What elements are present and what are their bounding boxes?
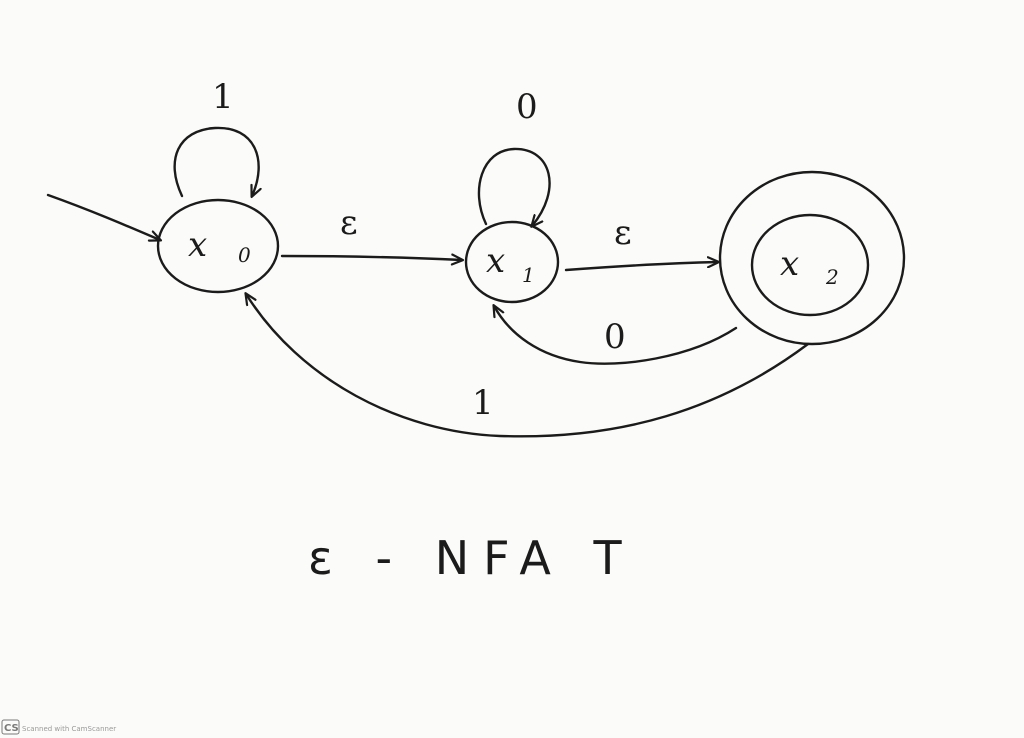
state-q2-outer-circle: [718, 170, 906, 346]
edge-q0-q1-label: ε: [340, 203, 358, 243]
state-q1-subscript: 1: [522, 263, 535, 287]
state-q2: x 2: [718, 170, 906, 346]
edge-q1-q2-label: ε: [614, 213, 632, 253]
camscanner-badge: CS: [4, 723, 19, 734]
camscanner-text: Scanned with CamScanner: [22, 725, 116, 733]
self-loop-q1-label: 0: [516, 87, 538, 127]
state-q1-circle: [464, 220, 560, 304]
edge-q2-q0: [246, 294, 810, 438]
edge-q2-q0-label: 1: [472, 383, 494, 423]
state-q0: x 0: [156, 198, 280, 294]
state-q1-name: x: [486, 241, 505, 281]
state-q2-name: x: [780, 244, 799, 284]
self-loop-q0: [173, 126, 259, 196]
edge-q2-q1-label: 0: [604, 317, 626, 357]
start-arrow: [46, 193, 160, 240]
state-q0-circle: [156, 198, 280, 294]
state-q2-inner-circle: [750, 213, 870, 317]
camscanner-badge-box: [1, 719, 20, 735]
self-loop-q0-label: 1: [212, 77, 234, 117]
state-q2-subscript: 2: [825, 265, 839, 289]
self-loop-q1: [477, 147, 551, 226]
edge-q2-q1: [494, 306, 738, 365]
edge-q1-q2: [564, 262, 718, 272]
state-q0-subscript: 0: [238, 243, 251, 267]
state-q0-name: x: [188, 225, 207, 265]
state-q1: x 1: [464, 220, 560, 304]
camscanner-watermark: CS Scanned with CamScanner: [1, 719, 116, 735]
edge-q0-q1: [280, 256, 462, 260]
diagram-caption: ε - NFA T: [308, 531, 636, 585]
